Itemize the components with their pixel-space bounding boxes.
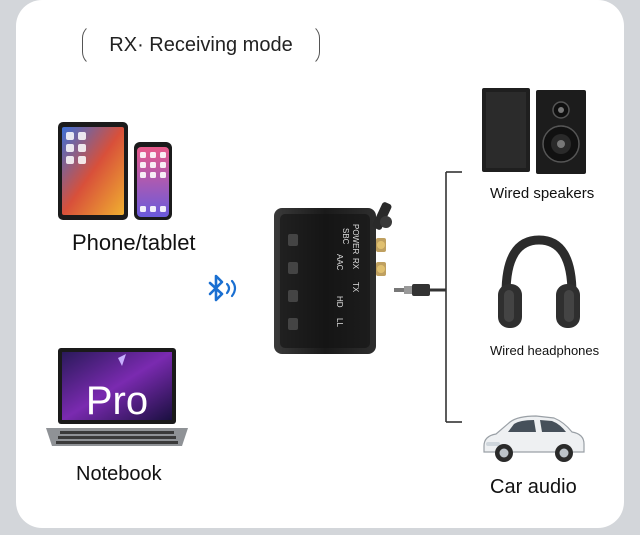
- connection-lines: [394, 171, 462, 423]
- output-label-headphones: Wired headphones: [490, 343, 600, 358]
- indicator-ll: LL: [335, 318, 344, 327]
- phone-tablet-icon: [58, 122, 172, 220]
- indicator-aac: AAC: [335, 254, 344, 271]
- headphones-icon: [498, 235, 580, 328]
- indicator-power: POWER: [351, 224, 360, 255]
- indicator-hd: HD: [335, 296, 344, 308]
- indicator-rx: RX: [351, 258, 360, 270]
- source-label-notebook: Notebook: [76, 463, 162, 485]
- car-icon: [483, 415, 585, 462]
- output-label-car-audio: Car audio: [490, 476, 577, 498]
- bluetooth-adapter-icon: [274, 202, 392, 354]
- laptop-screen-text: Pro: [86, 379, 148, 423]
- bluetooth-icon: [208, 274, 237, 302]
- speaker-icon: [482, 88, 586, 174]
- indicator-sbc: SBC: [341, 228, 350, 245]
- source-label-phone-tablet: Phone/tablet: [72, 230, 196, 255]
- output-label-speakers: Wired speakers: [490, 185, 595, 202]
- mode-title: RX· Receiving mode: [82, 24, 320, 66]
- indicator-tx: TX: [351, 282, 360, 293]
- laptop-icon: Pro: [46, 348, 188, 446]
